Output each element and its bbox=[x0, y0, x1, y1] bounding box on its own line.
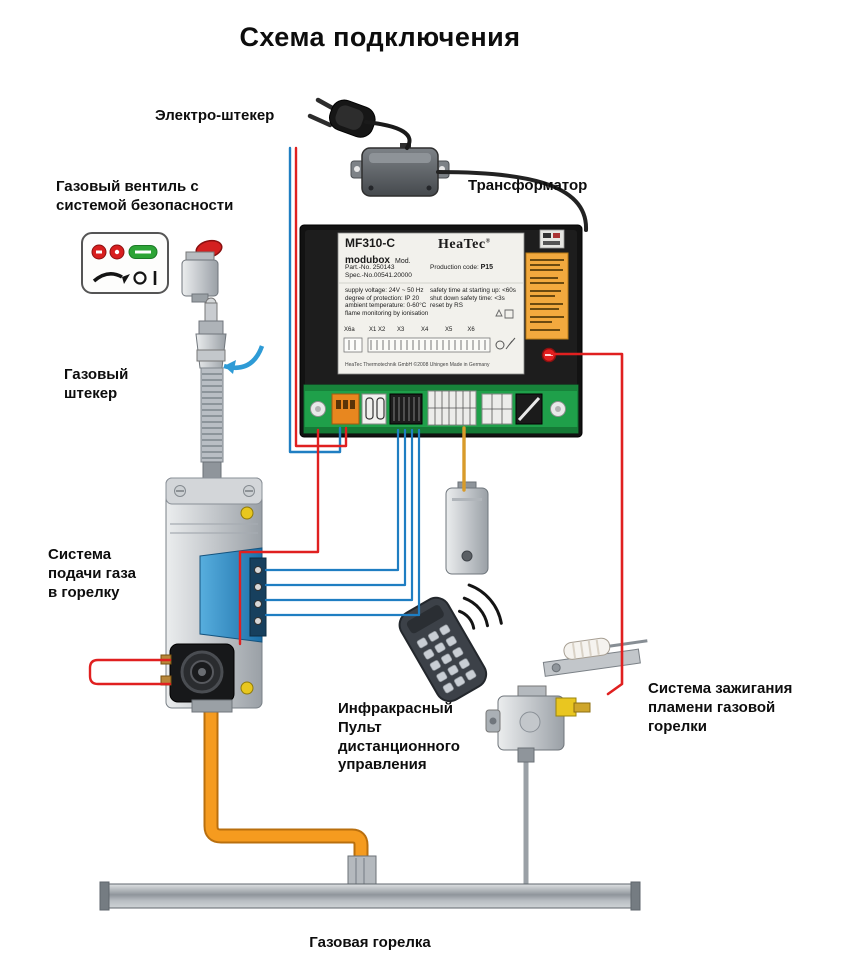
terminal-block-grid bbox=[427, 390, 477, 426]
control-unit-series: modubox bbox=[345, 255, 390, 266]
control-unit-spec-no: Spec.-No.00541.20000 bbox=[345, 272, 412, 279]
off-symbol bbox=[133, 271, 147, 285]
control-unit-production-code: Production code: P15 bbox=[430, 264, 494, 271]
control-unit-model: MF310-C bbox=[345, 236, 396, 250]
certification-icon bbox=[539, 229, 565, 249]
ignition-system bbox=[485, 637, 648, 763]
terminal-label-x6a: X6a bbox=[344, 327, 355, 333]
yellow-screw-top bbox=[240, 506, 254, 520]
terminal-block-small bbox=[481, 393, 513, 425]
mains-cord bbox=[364, 120, 412, 150]
label-burner: Газовая горелка bbox=[309, 934, 431, 951]
supply-wire-blue bbox=[288, 146, 342, 454]
control-unit-footer: HeaTec Thermotechnik GmbH ©2008 Uhingen … bbox=[345, 362, 490, 368]
flame-sensor bbox=[445, 481, 489, 575]
warning-label bbox=[525, 252, 569, 340]
terminal-block-fuse bbox=[361, 393, 387, 425]
control-unit bbox=[299, 224, 583, 438]
gas-valve bbox=[181, 239, 223, 303]
control-unit-specs-left: supply voltage: 24V ~ 50 Hz degree of pr… bbox=[345, 287, 429, 317]
ignition-wire-red bbox=[550, 352, 624, 696]
transformer-output-cord bbox=[436, 170, 589, 232]
label-gas-supply: Система подачи газа в горелку bbox=[48, 546, 136, 601]
ir-signal-icon bbox=[458, 583, 503, 630]
solenoid-feed-wire-red bbox=[238, 428, 320, 646]
rotate-arrow-icon bbox=[92, 272, 123, 283]
gas-plug-connector bbox=[195, 297, 265, 481]
page-title: Схема подключения bbox=[239, 22, 521, 52]
valve-control-wires-blue bbox=[264, 428, 421, 617]
gas-supply-terminal-section bbox=[199, 547, 263, 643]
gas-pipe-orange bbox=[203, 706, 369, 874]
brand-logo: HeaTec® bbox=[438, 237, 491, 252]
terminal-block-orange bbox=[331, 393, 360, 425]
transformer bbox=[350, 143, 450, 197]
control-unit-mod: Mod. bbox=[395, 258, 411, 265]
solenoid-loop-wire-red bbox=[88, 658, 172, 686]
terminal-label-row: X1 X2 X3 X4 X5 X6 bbox=[369, 327, 475, 333]
gas-burner bbox=[99, 855, 641, 911]
label-transformer: Трансформатор bbox=[468, 177, 588, 194]
label-gas-valve: Газовый вентиль с системой безопасности bbox=[56, 178, 234, 214]
remote-control bbox=[398, 583, 503, 703]
supply-wire-red bbox=[294, 146, 348, 448]
solenoid-coil bbox=[160, 643, 235, 703]
control-unit-part-no: Part.-No. 250143 bbox=[345, 264, 395, 271]
label-electro-plug: Электро-штекер bbox=[155, 107, 275, 124]
label-remote: Инфракрасный Пульт дистанционного управл… bbox=[338, 700, 460, 774]
pcb-terminal-strip bbox=[303, 384, 579, 434]
ignition-yellow-fitting bbox=[555, 697, 577, 717]
gas-valve-panel bbox=[81, 232, 169, 294]
control-unit-series-row: modubox Mod. bbox=[345, 250, 411, 268]
power-plug bbox=[307, 97, 376, 138]
label-ignition: Система зажигания пламени газовой горелк… bbox=[648, 680, 793, 735]
terminal-block-comb bbox=[389, 393, 423, 425]
terminal-block-jumper bbox=[515, 393, 543, 425]
gas-supply-unit bbox=[160, 477, 267, 713]
label-gas-plug: Газовый штекер bbox=[64, 366, 129, 402]
yellow-screw-bottom bbox=[240, 681, 254, 695]
control-unit-specs-right: safety time at starting up: <60s shut do… bbox=[430, 287, 516, 310]
